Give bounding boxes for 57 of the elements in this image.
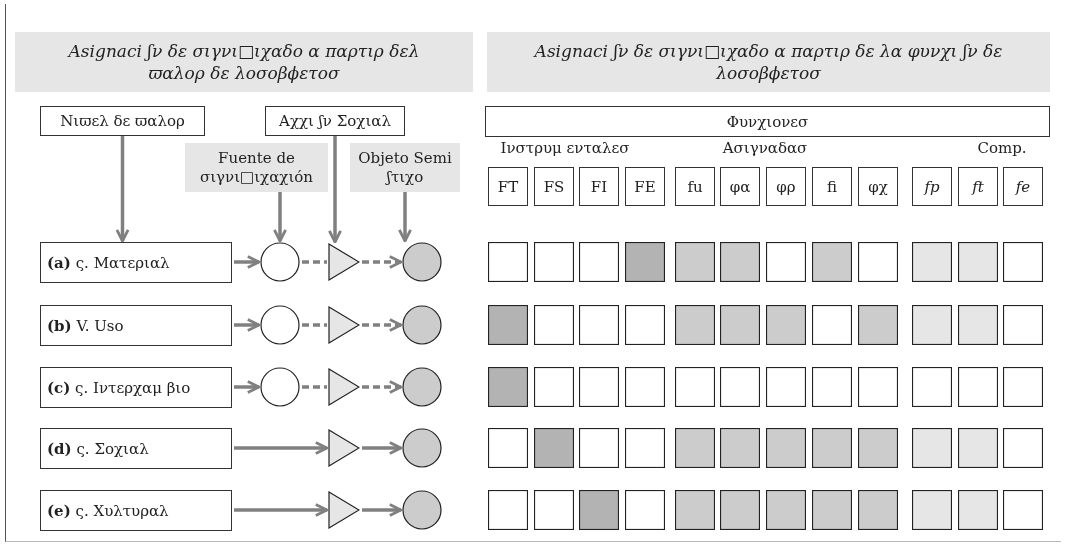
label-box: FI xyxy=(579,167,619,206)
arrow xyxy=(273,192,287,243)
group-label: Ασιγναδασ xyxy=(722,139,808,157)
arrow xyxy=(328,136,342,244)
arrow xyxy=(234,318,261,332)
arrow xyxy=(362,255,403,269)
label-box: fi xyxy=(812,167,852,206)
category-box: (e) ς. Χυλτυραλ xyxy=(40,490,232,531)
arrow xyxy=(234,255,261,269)
label-box: FE xyxy=(625,167,665,206)
arrow xyxy=(398,192,412,243)
label-box: Αχχι ʃν Σοχιαλ xyxy=(265,106,405,136)
arrow xyxy=(234,503,329,517)
circle-node xyxy=(260,367,300,407)
circle-node xyxy=(260,305,300,345)
circle-node xyxy=(402,367,442,407)
label-box: φρ xyxy=(766,167,806,206)
circle-node xyxy=(402,490,442,530)
connector-line xyxy=(302,260,327,264)
triangle-node xyxy=(328,368,360,406)
connector-line xyxy=(302,385,327,389)
circle-node xyxy=(402,242,442,282)
circle-node xyxy=(402,428,442,468)
arrow xyxy=(234,380,261,394)
heading-banner: Asignaci ʃν δε σιγνι□ιχαδο α παρτιρ δε λα φυνχι ʃν δε λοσοβϕετοσ xyxy=(487,32,1050,92)
column-header: Fuente de σιγνι□ιχαχιón xyxy=(185,143,328,192)
triangle-node xyxy=(328,243,360,281)
heading-banner: Asignaci ʃν δε σιγνι□ιχαδο α παρτιρ δελ ϖαλορ δε λοσοβϕετοσ xyxy=(15,32,473,92)
label-box: Φυνχιονεσ xyxy=(485,106,1050,137)
group-label: Ινστρυμ ενταλεσ xyxy=(500,139,630,157)
label-box: FT xyxy=(488,167,528,206)
label-box: Νιϖελ δε ϖαλορ xyxy=(40,106,205,136)
label-box: fu xyxy=(675,167,715,206)
label-box: ft xyxy=(958,167,998,206)
triangle-node xyxy=(328,491,360,529)
category-box: (a) ς. Ματεριαλ xyxy=(40,242,232,283)
label-box: φα xyxy=(720,167,760,206)
label-box: fe xyxy=(1003,167,1043,206)
connector-line xyxy=(302,323,327,327)
triangle-node xyxy=(328,429,360,467)
triangle-node xyxy=(328,306,360,344)
category-box: (b) V. Uso xyxy=(40,305,232,346)
arrow xyxy=(362,503,403,517)
arrow xyxy=(362,318,403,332)
circle-node xyxy=(260,242,300,282)
arrow xyxy=(362,380,403,394)
label-box: FS xyxy=(534,167,574,206)
column-header: Objeto Semi ʃτιχο xyxy=(350,143,460,192)
group-label: Comp. xyxy=(977,139,1027,157)
arrow xyxy=(234,441,329,455)
category-box: (d) ς. Σοχιαλ xyxy=(40,428,232,469)
arrow xyxy=(115,136,130,243)
category-box: (c) ς. Ιντερχαμ βιο xyxy=(40,367,232,408)
label-box: φχ xyxy=(858,167,898,206)
circle-node xyxy=(402,305,442,345)
label-box: fp xyxy=(912,167,952,206)
arrow xyxy=(362,441,403,455)
